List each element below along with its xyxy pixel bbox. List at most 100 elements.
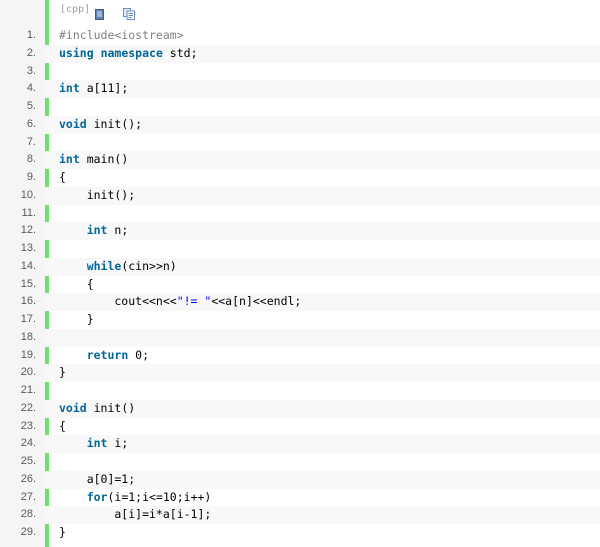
code-token: { <box>59 170 66 184</box>
code-lines: 1. #include<iostream>2.using namespace st… <box>0 27 600 542</box>
line-number: 18. <box>0 328 45 347</box>
code-token: main() <box>79 152 129 167</box>
line-number: 7. <box>26 135 36 148</box>
keyword-token: int <box>59 81 80 96</box>
code-text: #include<iostream> <box>59 27 184 45</box>
code-text: { <box>59 169 66 187</box>
code-text: using namespace std; <box>59 45 198 63</box>
code-line: 7. <box>0 134 600 152</box>
code-token: i; <box>107 436 129 451</box>
line-number: 10. <box>0 186 45 205</box>
code-line: 10. init(); <box>0 186 600 205</box>
code-line: 18. <box>0 328 600 347</box>
line-number: 6. <box>0 115 45 134</box>
line-number: 29. <box>20 526 36 538</box>
code-token: { <box>59 418 66 433</box>
code-line: 20.} <box>0 364 600 382</box>
code-line: 15. { <box>0 276 600 294</box>
code-line: 3. <box>0 63 600 81</box>
line-number: 25. <box>20 455 36 467</box>
line-number: 5. <box>26 100 36 112</box>
line-number: 1. <box>26 29 36 41</box>
code-line: 28. a[i]=i*a[i-1]; <box>0 506 600 524</box>
code-line: 24. int i; <box>0 435 600 453</box>
code-text: } <box>59 364 66 382</box>
string-token: "!= " <box>176 294 212 309</box>
keyword-token: int <box>86 436 108 451</box>
line-number: 26. <box>0 470 45 489</box>
line-number: 4. <box>0 80 45 98</box>
line-number: 24. <box>0 435 45 453</box>
keyword-token: void <box>59 116 87 131</box>
line-number: 13. <box>20 242 36 254</box>
keyword-token: int <box>86 223 108 238</box>
code-line: 5. <box>0 98 600 116</box>
line-number: 19. <box>20 348 36 361</box>
keyword-token: while <box>86 258 122 273</box>
language-label: [cpp] <box>60 4 91 15</box>
code-token: (cin>>n) <box>121 258 177 273</box>
line-number: 22. <box>0 399 45 418</box>
code-line: 16. cout<<n<<"!= "<<a[n]<<endl; <box>0 293 600 311</box>
code-token <box>59 348 87 362</box>
code-line: 2.using namespace std; <box>0 44 600 63</box>
code-line: 12. int n; <box>0 222 600 240</box>
code-token: } <box>59 525 66 539</box>
code-line: 21. <box>0 382 600 400</box>
view-source-icon[interactable] <box>95 5 104 24</box>
code-text: int a[11]; <box>59 80 128 98</box>
code-line: 4. int a[11]; <box>0 80 600 98</box>
keyword-token: int <box>59 152 80 167</box>
code-text: return 0; <box>59 347 149 365</box>
line-number: 20. <box>0 364 45 382</box>
code-text: void init() <box>59 400 135 418</box>
code-token <box>59 490 87 504</box>
code-text: int i; <box>59 435 129 453</box>
code-line: 26. a[0]=1; <box>0 470 600 489</box>
code-line: 19. return 0; <box>0 347 600 365</box>
code-line: 25. <box>0 453 600 471</box>
code-text: void init(); <box>59 116 142 134</box>
line-number: 14. <box>0 257 45 276</box>
code-line: 22. void init() <box>0 399 600 418</box>
code-text: { <box>59 276 94 294</box>
code-line: 8. int main() <box>0 151 600 169</box>
code-text: int n; <box>59 222 129 240</box>
code-line: 13. <box>0 240 600 258</box>
code-line: 6. void init(); <box>0 115 600 134</box>
code-token <box>59 259 87 273</box>
code-token: init(); <box>86 116 143 131</box>
code-text: { <box>59 418 66 436</box>
line-number: 21. <box>20 384 36 396</box>
code-token: a[0]=1; <box>59 471 136 486</box>
line-number: 3. <box>26 64 36 77</box>
line-number: 12. <box>0 222 45 240</box>
line-number: 27. <box>20 490 36 503</box>
code-line: 29.} <box>0 524 600 542</box>
code-token: } <box>59 365 66 380</box>
keyword-token: namespace <box>100 45 163 60</box>
code-text: a[0]=1; <box>59 471 135 489</box>
code-token: { <box>59 276 94 291</box>
code-text: int main() <box>59 151 128 169</box>
line-number: 15. <box>20 277 36 290</box>
code-token <box>59 436 87 450</box>
keyword-token: return <box>86 347 129 362</box>
line-number: 16. <box>0 293 45 311</box>
code-token: n; <box>107 223 129 238</box>
code-line: 23.{ <box>0 418 600 436</box>
line-number: 17. <box>20 313 36 325</box>
code-line: 17. } <box>0 311 600 329</box>
code-line: 1. #include<iostream> <box>0 27 600 45</box>
code-token: <<a[n]<<endl; <box>211 294 302 309</box>
keyword-token: void <box>59 400 87 415</box>
line-number: 8. <box>0 151 45 169</box>
line-number: 28. <box>0 506 45 524</box>
code-token: init() <box>86 400 136 415</box>
code-line: 11. <box>0 205 600 223</box>
code-text: init(); <box>59 187 135 205</box>
copy-icon[interactable] <box>123 5 135 24</box>
code-text: } <box>59 524 66 542</box>
line-number: 9. <box>26 171 36 183</box>
